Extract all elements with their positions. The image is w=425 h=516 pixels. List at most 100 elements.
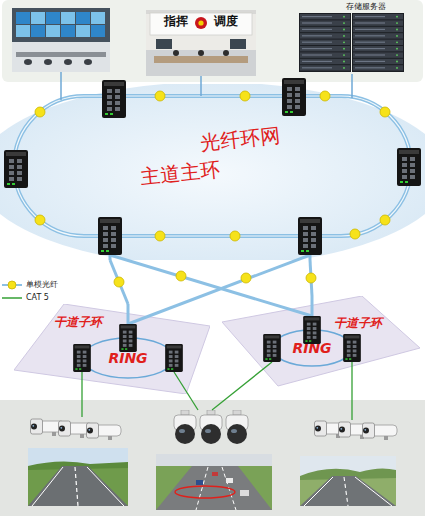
main-ring-track-part (14, 96, 411, 236)
ring-switches (4, 78, 421, 255)
bottom-panel (0, 400, 425, 516)
storage-server-shape-part (300, 46, 350, 51)
fiber-dots-part (380, 215, 390, 225)
storage-server-shape-part (355, 67, 385, 68)
monitor-wall-photo-part (31, 25, 45, 37)
cat5-wires-part (351, 362, 352, 420)
monitor-wall-photo-part (16, 25, 30, 37)
storage-server-shape-part (302, 42, 332, 43)
storage-server-shape-part (396, 61, 398, 63)
fiber-dots-part (114, 277, 124, 287)
monitor-wall-photo-part (91, 25, 105, 37)
storage-server-shape-part (300, 27, 350, 32)
dome-cameras (174, 410, 248, 444)
storage-server-shape-part (396, 41, 398, 43)
fiber-links-part (110, 255, 312, 316)
dome-cameras-part (200, 410, 222, 444)
storage-server-shape-part (353, 52, 403, 57)
sub-ring-panel-shape-part (222, 296, 420, 386)
storage-server-shape-part (300, 20, 350, 25)
text-holder: RING (292, 340, 331, 356)
text-holder: CAT 5 (26, 293, 49, 302)
bullet-cameras-left-part (59, 421, 94, 438)
main-fiber-ring-shape-part (0, 84, 425, 260)
monitor-wall-photo-part (12, 42, 110, 72)
bullet-cameras-left (31, 419, 122, 440)
text-holder: RING (108, 350, 147, 366)
sub-ring-switches-part (263, 334, 281, 362)
sub-ring-switches-part (119, 324, 137, 352)
monitor-wall-photo-part (61, 25, 75, 37)
command-room-photo-shape (146, 10, 256, 76)
storage-server-shape-part (353, 20, 403, 25)
fiber-dots-part (306, 273, 316, 283)
storage-server: 存储服务器 (296, 2, 408, 74)
monitor-wall-photo-part (24, 59, 32, 65)
storage-server-shape (296, 2, 408, 74)
bullet-cameras-left-part (87, 423, 122, 440)
fiber-links-part (127, 304, 130, 324)
storage-server-shape-part (355, 29, 385, 30)
storage-server-shape-part (355, 22, 385, 23)
fiber-dots-part (230, 231, 240, 241)
fiber-links (110, 255, 312, 324)
storage-server-shape-part (343, 16, 345, 18)
fiber-dots-part (176, 271, 186, 281)
storage-server-shape-part (353, 40, 403, 45)
road-photo-left-part (28, 448, 128, 506)
cat5-wires (82, 362, 352, 420)
road-photo-middle-part (196, 467, 208, 510)
ring-switches-part (298, 217, 322, 255)
bullet-cameras-right-part (315, 421, 350, 438)
storage-server-shape-part (396, 54, 398, 56)
main-fiber-ring: 光纤环网主道主环 (0, 84, 425, 260)
cat5-wires-part (81, 372, 82, 417)
command-room-photo-shape-part (230, 39, 246, 49)
command-room-photo-shape-part (154, 56, 248, 63)
command-room-photo-shape-part (198, 50, 204, 56)
storage-server-shape-part (343, 22, 345, 24)
road-photo-right-part (304, 477, 333, 506)
text-holder: 干道子环 (54, 316, 102, 330)
storage-server-shape-part (396, 16, 398, 18)
legend-samples-part (2, 297, 22, 299)
bullet-cameras-right-part (363, 423, 398, 440)
fiber-link (110, 260, 128, 304)
road-photo-middle-part (240, 490, 249, 496)
fiber-dots (35, 91, 390, 287)
storage-server-shape-part (355, 61, 385, 62)
monitor-wall-photo-part (76, 12, 90, 24)
command-room-photo-shape-part (223, 50, 229, 56)
storage-server-shape-part (396, 22, 398, 24)
ring-switches-part (282, 78, 306, 116)
fiber-link (351, 74, 353, 84)
fiber-dots-part (155, 231, 165, 241)
storage-server-shape-part (355, 48, 385, 49)
storage-server-shape-part (353, 59, 403, 64)
main-ring-track-part (14, 96, 411, 236)
cat5-wires-part (174, 372, 198, 410)
storage-server-shape-part (352, 13, 404, 72)
dome-cameras-part (226, 410, 248, 444)
storage-server-shape-part (300, 52, 350, 57)
storage-server-shape-part (343, 54, 345, 56)
ring-switches-part (98, 217, 122, 255)
storage-server-shape-part (353, 33, 403, 38)
node-label: 干道子环 (54, 316, 102, 330)
monitor-wall-photo-part (46, 25, 60, 37)
sub-ring-panel-shape (14, 304, 210, 394)
storage-server-shape-part (302, 54, 332, 55)
storage-server-shape-part (302, 48, 332, 49)
road-photo-middle-part (156, 466, 272, 510)
road-photo-right-part (300, 476, 396, 506)
storage-server-shape-part (302, 29, 332, 30)
road-photo-middle-part (175, 486, 235, 498)
sub-ring-panel: 干道子环RING (222, 296, 422, 388)
bullet-cameras-left-part (31, 419, 66, 436)
node-label: RING (108, 350, 147, 366)
top-links-part (351, 84, 353, 98)
road-photo-left-part (32, 467, 63, 506)
command-room-photo-shape-part (146, 10, 256, 76)
road-photo-left (28, 448, 128, 506)
